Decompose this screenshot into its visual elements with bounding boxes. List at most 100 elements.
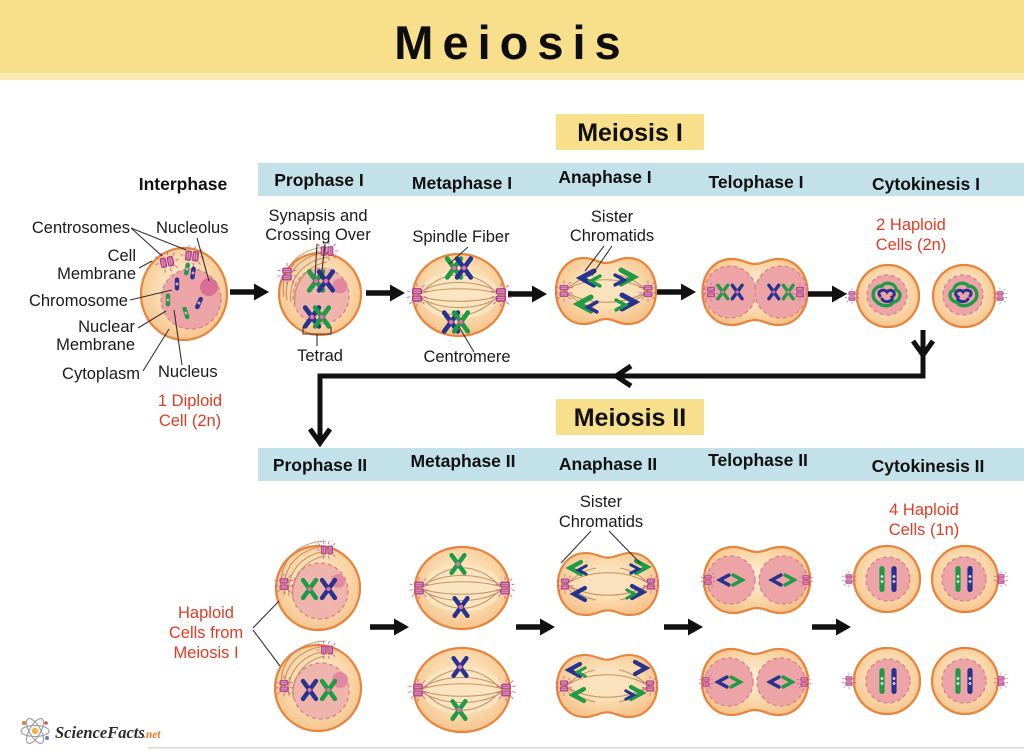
chromatin-rod [165,293,171,307]
spindle-zone [422,564,502,612]
label-nucleolus: Nucleolus [156,219,228,237]
chromosome [454,658,467,676]
nucleolus [200,278,218,296]
cytokinesis1-cells [844,263,1008,329]
left-chevron [611,363,633,389]
label-tetrad: Tetrad [297,347,343,365]
flow-arrow [657,283,696,301]
label-2haploid-1: 2 Haploid [876,216,946,234]
centrosomes-leader [130,227,187,257]
prophase2-annotations: Haploid Cells from Meiosis I [169,600,281,667]
synapsis-leader [314,243,326,280]
logo-text: ScienceFacts [55,723,145,742]
label-chromosome: Chromosome [29,292,128,310]
centromere-leader [458,326,475,353]
cytokinesis2-cells [841,544,1009,716]
flow-arrow [230,283,269,301]
telophase2-cell-top [700,545,814,615]
title-band [0,0,1024,80]
down-chevron [307,427,333,448]
label-sister2-2: Chromatids [559,513,643,531]
stage-label-telophase2: Telophase II [708,450,808,470]
flow-arrow [516,618,555,636]
cytokinesis2-nucleus [865,556,911,602]
label-diploid-1: 1 Diploid [158,392,222,410]
label-centrosomes: Centrosomes [32,219,130,237]
stage-label-anaphase2: Anaphase II [559,454,657,474]
spindle-zone [419,271,499,319]
anaphase2-annotations: Sister Chromatids [559,493,643,565]
connector-line [307,330,936,448]
anaphase2-cell-top [556,551,660,617]
nuclear-membrane-leader [137,310,167,329]
flow-arrow [508,285,547,303]
interphase-cell [139,244,229,342]
nucleus-leader [173,309,183,366]
flow-arrow [664,618,703,636]
stage-label-interphase: Interphase [139,174,228,194]
telophase2-nucleus [756,657,806,707]
telophase1-nucleus [754,265,808,319]
stage-label-telophase1: Telophase I [709,172,804,192]
flow-arrow [808,285,847,303]
sciencefacts-logo: ScienceFacts .net [20,718,161,744]
sister-chromatids-leader [560,530,642,565]
anaphase1-cell [554,256,658,326]
tetrad-bracket [302,327,332,346]
label-centromere: Centromere [423,348,510,366]
chromatin-rod [174,277,180,291]
label-2haploid-2: Cells (2n) [876,236,947,254]
atom-icon [20,718,50,744]
down-chevron [910,339,936,360]
sister-chromatids-leader [584,245,613,276]
stage-label-metaphase1: Metaphase I [412,173,512,193]
telophase2-nucleus [706,555,756,605]
telophase2-nucleus [758,555,808,605]
stage-label-anaphase1: Anaphase I [558,167,651,187]
metaphase1-annotations: Spindle Fiber Centromere [412,228,510,366]
flow-arrow [370,618,409,636]
label-cell-membrane-1: Cell [108,247,136,265]
chromosome [453,701,466,719]
telophase2-cell-bottom [698,647,812,717]
interphase-annotations: Centrosomes Nucleolus Cell Membrane Chro… [29,219,229,430]
stage-label-prophase1: Prophase I [274,170,363,190]
chromosome [452,555,465,573]
nucleolus [332,278,348,294]
cytokinesis1-annotations: 2 Haploid Cells (2n) [876,216,947,254]
metaphase1-cell [406,252,512,338]
stage-label-prophase2: Prophase II [273,455,367,475]
telophase2-nucleus [704,657,754,707]
chromosome-rods [879,566,973,694]
label-nucleus: Nucleus [158,363,218,381]
label-spindle-fiber: Spindle Fiber [412,228,510,246]
logo-tld: .net [143,729,161,741]
anaphase1-annotations: Sister Chromatids [570,208,654,276]
nucleolus [332,672,348,688]
stage-bar-meiosis1 [258,163,1024,196]
meiosis1-heading-box [556,114,704,150]
nucleolus-leader [196,237,210,282]
metaphase2-cell-top [408,545,515,631]
stage-label-cytokinesis2: Cytokinesis II [872,456,985,476]
label-nuclear-membrane-2: Membrane [56,336,135,354]
telophase1-cell [701,257,809,327]
label-4haploid-1: 4 Haploid [889,501,959,519]
flow-arrow [366,284,405,302]
chromosome [455,598,468,616]
metaphase2-cell-bottom [407,646,516,734]
stage-bar-meiosis2 [258,448,1024,481]
spindle-zone [569,671,645,701]
cytokinesis2-nucleus [941,658,987,704]
stage-label-metaphase2: Metaphase II [410,451,515,471]
label-sister-1: Sister [591,208,634,226]
prophase1-annotations: Synapsis and Crossing Over Tetrad [265,207,371,365]
label-from-m1-1: Haploid [178,604,234,622]
bottom-rule [148,747,1024,749]
cell-membrane-leader [138,260,153,269]
prophase2-nucleus [292,662,350,720]
prophase1-cell [276,240,363,337]
cytoplasm-leader [142,328,170,372]
prophase2-cell-bottom [273,640,363,733]
